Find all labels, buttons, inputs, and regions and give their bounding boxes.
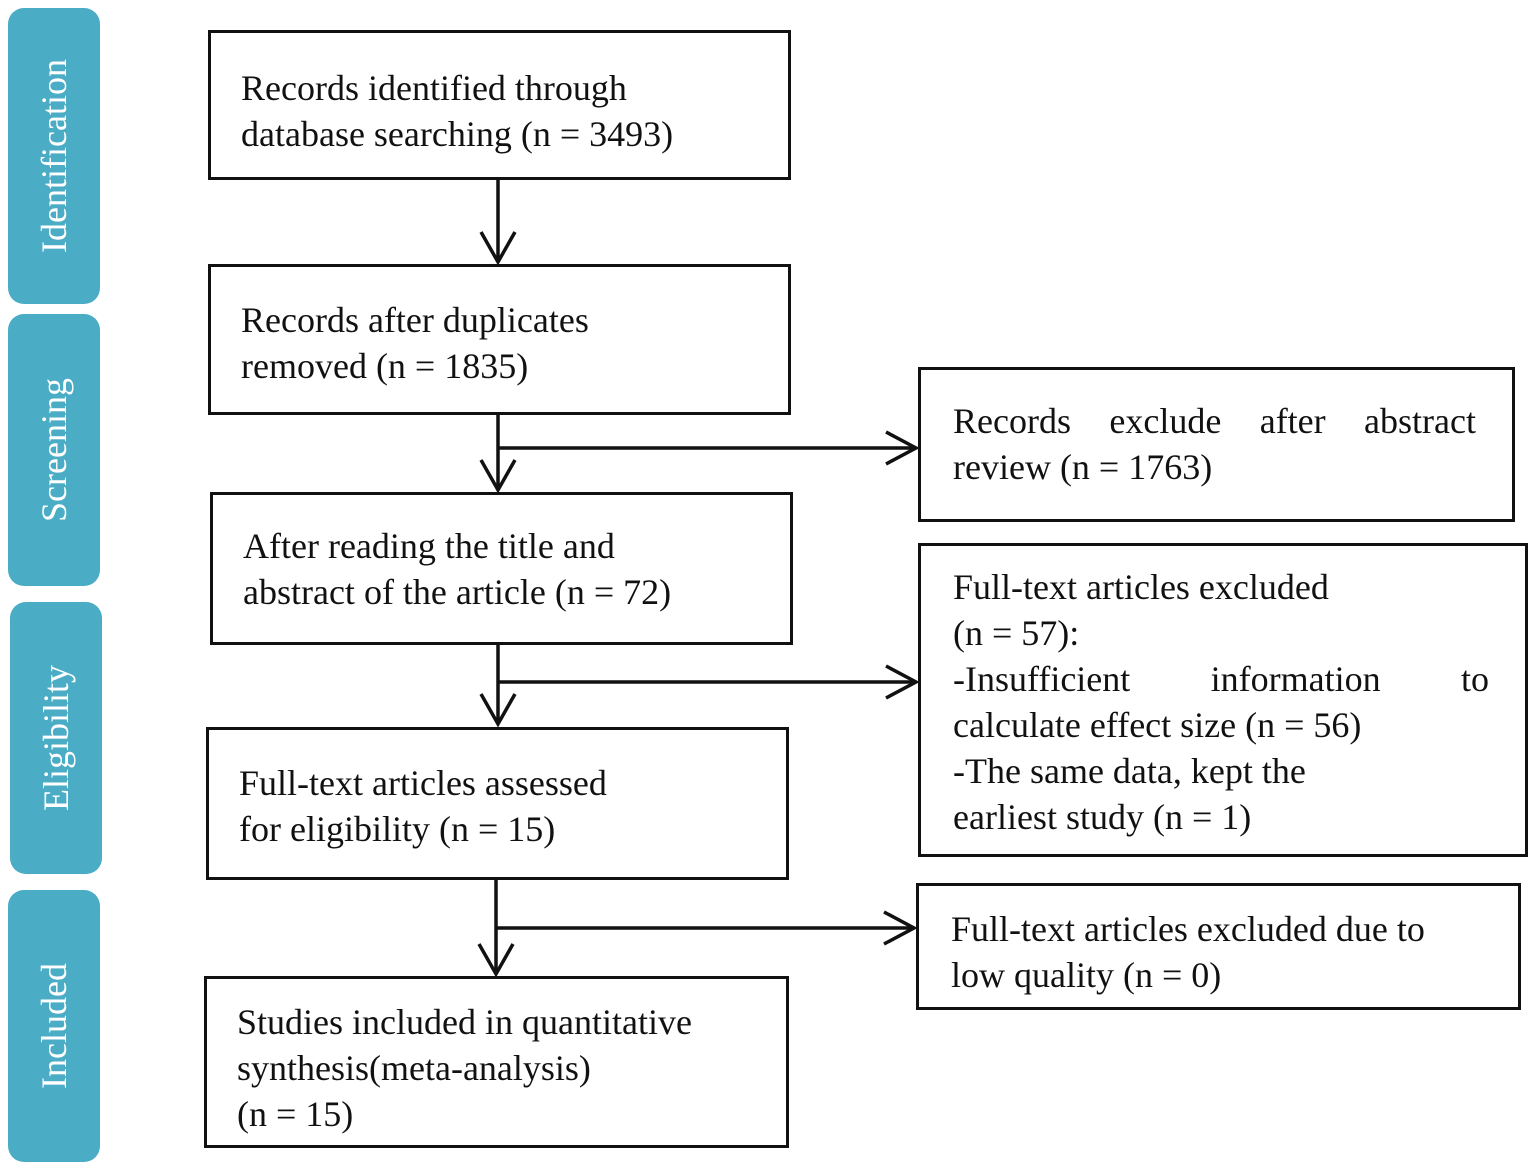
- box-excluded-fulltext-line-5: -The same data, kept the: [953, 751, 1306, 791]
- box-excluded-fulltext-line-1: Full-text articles excluded: [953, 567, 1329, 607]
- box-excluded-quality-line-2: low quality (n = 0): [951, 955, 1222, 995]
- box-excluded-fulltext-line-6: earliest study (n = 1): [953, 797, 1252, 837]
- branch-arrowhead-3: [885, 664, 920, 700]
- box-excluded-fulltext-line-2: (n = 57):: [953, 613, 1080, 653]
- box-after-duplicates-line-1: Records after duplicates: [241, 300, 589, 340]
- box-after-reading-line-2: abstract of the article (n = 72): [243, 572, 672, 612]
- box-excluded-abstract: Records exclude after abstract review (n…: [918, 367, 1515, 522]
- box-after-duplicates-line-2: removed (n = 1835): [241, 346, 529, 386]
- box-excluded-abstract-line-2: review (n = 1763): [953, 447, 1213, 487]
- box-studies-included-line-2: synthesis(meta-analysis): [237, 1048, 591, 1088]
- box-studies-included-line-1: Studies included in quantitative: [237, 1002, 692, 1042]
- branch-arrowhead-2: [885, 430, 920, 466]
- box-excluded-quality-line-1: Full-text articles excluded due to: [951, 909, 1425, 949]
- box-assessed-eligibility-line-2: for eligibility (n = 15): [239, 809, 556, 849]
- box-records-identified-line-2: database searching (n = 3493): [241, 114, 674, 154]
- box-after-duplicates: Records after duplicates removed (n = 18…: [208, 264, 791, 415]
- box-excluded-fulltext: Full-text articles excluded (n = 57): -I…: [918, 543, 1528, 857]
- arrowhead-1: [479, 231, 517, 266]
- box-excluded-abstract-line-1: Records exclude after abstract: [953, 401, 1476, 441]
- stage-identification: Identification: [8, 8, 100, 304]
- box-assessed-eligibility: Full-text articles assessed for eligibil…: [206, 727, 789, 880]
- box-records-identified-line-1: Records identified through: [241, 68, 627, 108]
- arrowhead-4: [477, 943, 515, 978]
- branch-arrowhead-4: [883, 910, 918, 946]
- box-after-reading: After reading the title and abstract of …: [210, 492, 793, 645]
- box-excluded-quality: Full-text articles excluded due to low q…: [916, 883, 1521, 1010]
- stage-screening: Screening: [8, 314, 100, 586]
- box-excluded-fulltext-line-3: -Insufficient information to: [953, 659, 1489, 699]
- box-assessed-eligibility-line-1: Full-text articles assessed: [239, 763, 607, 803]
- box-records-identified: Records identified through database sear…: [208, 30, 791, 180]
- arrowhead-2: [479, 459, 517, 494]
- arrowhead-3: [479, 693, 517, 728]
- stage-included: Included: [8, 890, 100, 1162]
- stage-eligibility: Eligibility: [10, 602, 102, 874]
- box-after-reading-line-1: After reading the title and: [243, 526, 615, 566]
- box-studies-included: Studies included in quantitative synthes…: [204, 976, 789, 1148]
- box-excluded-fulltext-line-4: calculate effect size (n = 56): [953, 705, 1362, 745]
- box-studies-included-line-3: (n = 15): [237, 1094, 354, 1134]
